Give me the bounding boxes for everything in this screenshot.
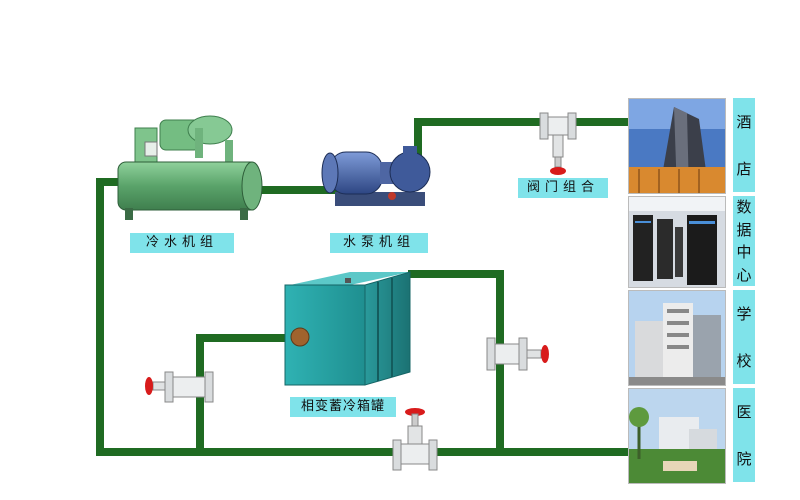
data-center-label-char: 据 <box>736 220 752 239</box>
valve-group-label: 阀门组合 <box>518 178 608 198</box>
valve-bottom-icon <box>392 408 438 471</box>
valve-group-icon <box>539 112 577 175</box>
hotel-label-char: 店 <box>736 159 752 178</box>
data-center-label-char: 中 <box>736 243 752 262</box>
storage-tank-label: 相变蓄冷箱罐 <box>290 397 396 417</box>
storage-tank <box>284 271 411 386</box>
valve-right-icon <box>486 337 549 371</box>
pump-label: 水泵机组 <box>330 233 428 253</box>
valve-left-icon <box>145 371 214 403</box>
data-center-photo <box>628 196 726 288</box>
school-label: 学 校 <box>733 290 755 384</box>
supply-left-riser <box>96 178 630 456</box>
hospital-label: 医 院 <box>733 388 755 482</box>
data-center-label-char: 心 <box>736 265 752 284</box>
data-center-label-char: 数 <box>736 198 752 217</box>
hospital-photo <box>628 388 726 484</box>
school-photo <box>628 290 726 386</box>
tank-left-pipe <box>196 334 290 452</box>
hotel-label-char: 酒 <box>736 112 752 131</box>
hotel-label: 酒 店 <box>733 98 755 192</box>
school-label-char: 学 <box>736 304 752 323</box>
data-center-label: 数 据 中 心 <box>733 196 755 286</box>
hospital-label-char: 医 <box>736 402 752 421</box>
hotel-photo <box>628 98 726 194</box>
hospital-label-char: 院 <box>736 449 752 468</box>
school-label-char: 校 <box>736 351 752 370</box>
tank-right-pipe <box>408 270 504 452</box>
pump-to-valve-pipe <box>410 118 540 164</box>
chiller-unit <box>117 115 263 220</box>
pump-unit <box>321 146 431 206</box>
chiller-label: 冷水机组 <box>130 233 234 253</box>
